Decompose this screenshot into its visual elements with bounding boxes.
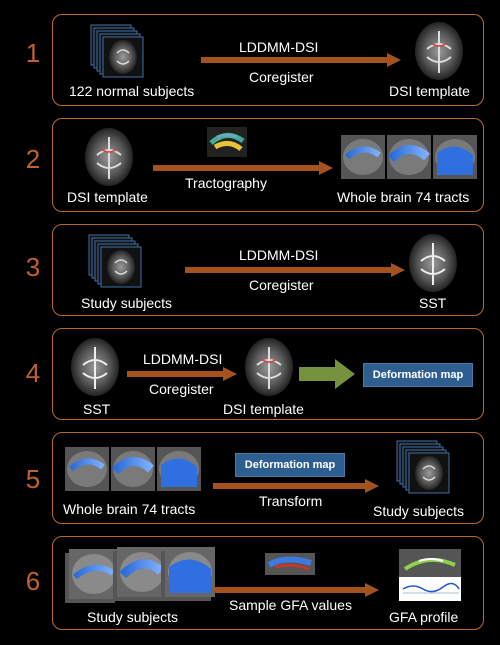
step-number-5: 5 bbox=[25, 464, 41, 494]
target-label: Whole brain 74 tracts bbox=[337, 189, 470, 205]
step-panel-5: Whole brain 74 tracts Deformation map Tr… bbox=[52, 432, 484, 524]
process-arrow bbox=[213, 479, 379, 493]
sagittal-tract-icon bbox=[65, 447, 201, 491]
tract-3d-icon bbox=[265, 553, 315, 575]
target-label: DSI template bbox=[389, 83, 470, 99]
result-arrow bbox=[299, 359, 355, 389]
source-label: Study subjects bbox=[87, 609, 179, 625]
deformation-map-badge: Deformation map bbox=[235, 453, 345, 477]
step-panel-3: Study subjects LDDMM-DSI Coregister SST bbox=[52, 224, 484, 316]
source-label: Study subjects bbox=[81, 295, 173, 311]
action-label: Coregister bbox=[249, 69, 314, 85]
target-label: Study subjects bbox=[373, 503, 465, 519]
action-label: Coregister bbox=[249, 277, 314, 293]
source-label: 122 normal subjects bbox=[69, 83, 195, 99]
source-label: Whole brain 74 tracts bbox=[63, 501, 196, 517]
process-arrow bbox=[185, 263, 405, 277]
sagittal-tract-icon bbox=[65, 547, 215, 607]
process-arrow bbox=[153, 161, 333, 175]
image-stack-icon bbox=[87, 233, 147, 293]
gfa-profile-plot-icon bbox=[399, 549, 461, 601]
step-number-4: 4 bbox=[25, 358, 41, 388]
action-label: Sample GFA values bbox=[229, 597, 352, 613]
target-label: GFA profile bbox=[389, 609, 459, 625]
method-label: LDDMM-DSI bbox=[239, 39, 319, 55]
step-number-3: 3 bbox=[25, 252, 41, 282]
method-label: LDDMM-DSI bbox=[143, 351, 223, 367]
target-label: SST bbox=[419, 295, 447, 311]
brain-image-icon bbox=[83, 127, 135, 187]
method-label: LDDMM-DSI bbox=[239, 247, 319, 263]
step-number-2: 2 bbox=[25, 144, 41, 174]
step-panel-6: Study subjects Sample GFA values GFA pro… bbox=[52, 536, 484, 630]
action-label: Tractography bbox=[185, 175, 267, 191]
tract-3d-icon bbox=[207, 127, 247, 157]
image-stack-icon bbox=[395, 439, 455, 499]
step-panel-1: 122 normal subjects LDDMM-DSI Coregister… bbox=[52, 14, 484, 106]
action-label: Coregister bbox=[149, 381, 214, 397]
process-arrow bbox=[201, 53, 401, 67]
process-arrow bbox=[213, 583, 379, 597]
brain-image-icon bbox=[243, 337, 295, 397]
step-number-1: 1 bbox=[25, 38, 41, 68]
step-panel-4: SST LDDMM-DSI Coregister DSI template De… bbox=[52, 328, 484, 420]
brain-image-icon bbox=[407, 233, 459, 293]
source-label: DSI template bbox=[67, 189, 148, 205]
action-label: Transform bbox=[259, 493, 323, 509]
step-panel-2: DSI template Tractography Whole brain 74… bbox=[52, 118, 484, 212]
deformation-map-badge: Deformation map bbox=[363, 363, 473, 387]
brain-image-icon bbox=[69, 337, 121, 397]
target-label: DSI template bbox=[223, 401, 304, 417]
source-label: SST bbox=[83, 401, 111, 417]
sagittal-tract-icon bbox=[341, 135, 477, 179]
process-arrow bbox=[127, 367, 237, 381]
image-stack-icon bbox=[89, 23, 149, 83]
step-number-6: 6 bbox=[25, 566, 41, 596]
brain-image-icon bbox=[413, 21, 465, 81]
